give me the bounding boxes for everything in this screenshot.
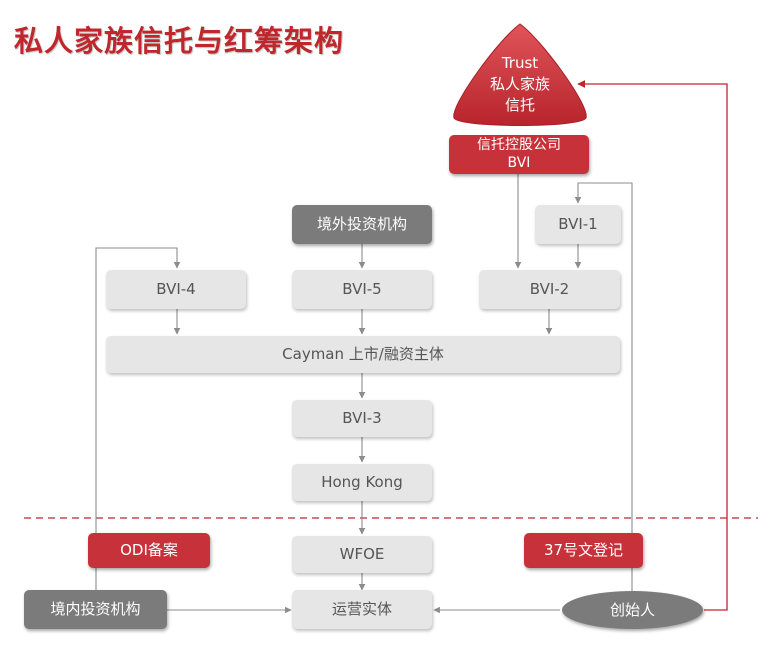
- bvi-4-box: BVI-4: [106, 270, 246, 309]
- trust-triangle: [453, 23, 587, 126]
- founder-oval: 创始人: [562, 591, 703, 629]
- trust-holding-line2: BVI: [507, 154, 531, 171]
- trust-label-line2: 私人家族: [489, 75, 550, 93]
- trust-label-line3: 信托: [504, 96, 535, 114]
- trust-holding-bvi-box: 信托控股公司 BVI: [449, 135, 589, 174]
- odi-filing-box: ODI备案: [88, 533, 210, 568]
- trust-label: Trust 私人家族 信托: [470, 53, 570, 116]
- page-title: 私人家族信托与红筹架构: [14, 24, 345, 58]
- domestic-investor-box: 境内投资机构: [24, 590, 167, 629]
- bvi-3-box: BVI-3: [292, 400, 432, 437]
- trust-label-line1: Trust: [501, 54, 539, 72]
- bvi-2-box: BVI-2: [479, 270, 620, 309]
- wfoe-box: WFOE: [292, 536, 432, 573]
- offshore-investor-box: 境外投资机构: [292, 205, 432, 244]
- circular-37-registration-box: 37号文登记: [524, 533, 643, 568]
- bvi-5-box: BVI-5: [292, 270, 432, 309]
- operating-entity-box: 运营实体: [292, 590, 432, 629]
- cayman-listing-entity-box: Cayman 上市/融资主体: [106, 336, 620, 373]
- trust-holding-line1: 信托控股公司: [477, 137, 561, 153]
- hong-kong-box: Hong Kong: [292, 464, 432, 501]
- bvi-1-box: BVI-1: [535, 205, 621, 244]
